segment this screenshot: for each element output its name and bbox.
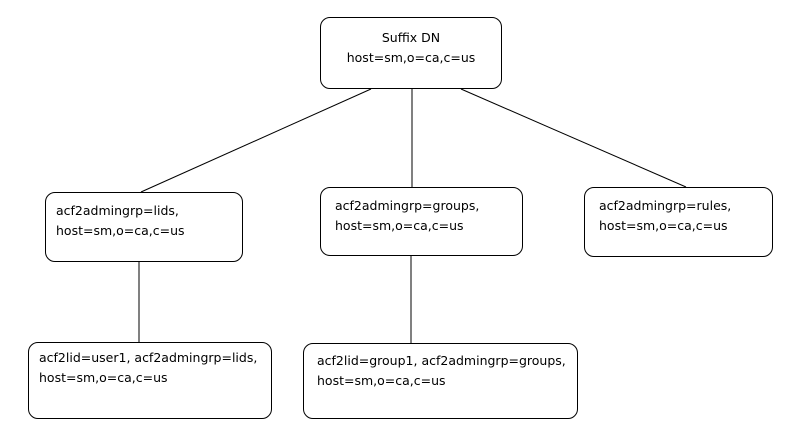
edge-root-to-rules [460,88,687,188]
node-lids: acf2admingrp=lids, host=sm,o=ca,c=us [45,192,243,262]
node-rules-parent: host=sm,o=ca,c=us [599,218,728,233]
node-user1-rdn: acf2lid=user1, acf2admingrp=lids, [39,350,258,365]
node-suffix-dn: Suffix DN host=sm,o=ca,c=us [320,17,502,89]
node-rules: acf2admingrp=rules, host=sm,o=ca,c=us [584,187,773,257]
node-groups: acf2admingrp=groups, host=sm,o=ca,c=us [320,187,523,256]
node-rules-rdn: acf2admingrp=rules, [599,198,732,213]
node-user1-parent: host=sm,o=ca,c=us [39,370,168,385]
node-groups-rdn: acf2admingrp=groups, [335,198,480,213]
node-groups-parent: host=sm,o=ca,c=us [335,218,464,233]
node-suffix-dn-dn: host=sm,o=ca,c=us [346,50,476,65]
edge-root-to-lids [140,88,372,193]
node-suffix-dn-title: Suffix DN [381,30,441,45]
node-group1-rdn: acf2lid=group1, acf2admingrp=groups, [317,353,566,368]
node-lids-rdn: acf2admingrp=lids, [56,203,179,218]
node-user1: acf2lid=user1, acf2admingrp=lids, host=s… [28,342,272,419]
node-group1-parent: host=sm,o=ca,c=us [317,373,446,388]
node-group1: acf2lid=group1, acf2admingrp=groups, hos… [303,343,578,419]
node-lids-parent: host=sm,o=ca,c=us [56,223,185,238]
